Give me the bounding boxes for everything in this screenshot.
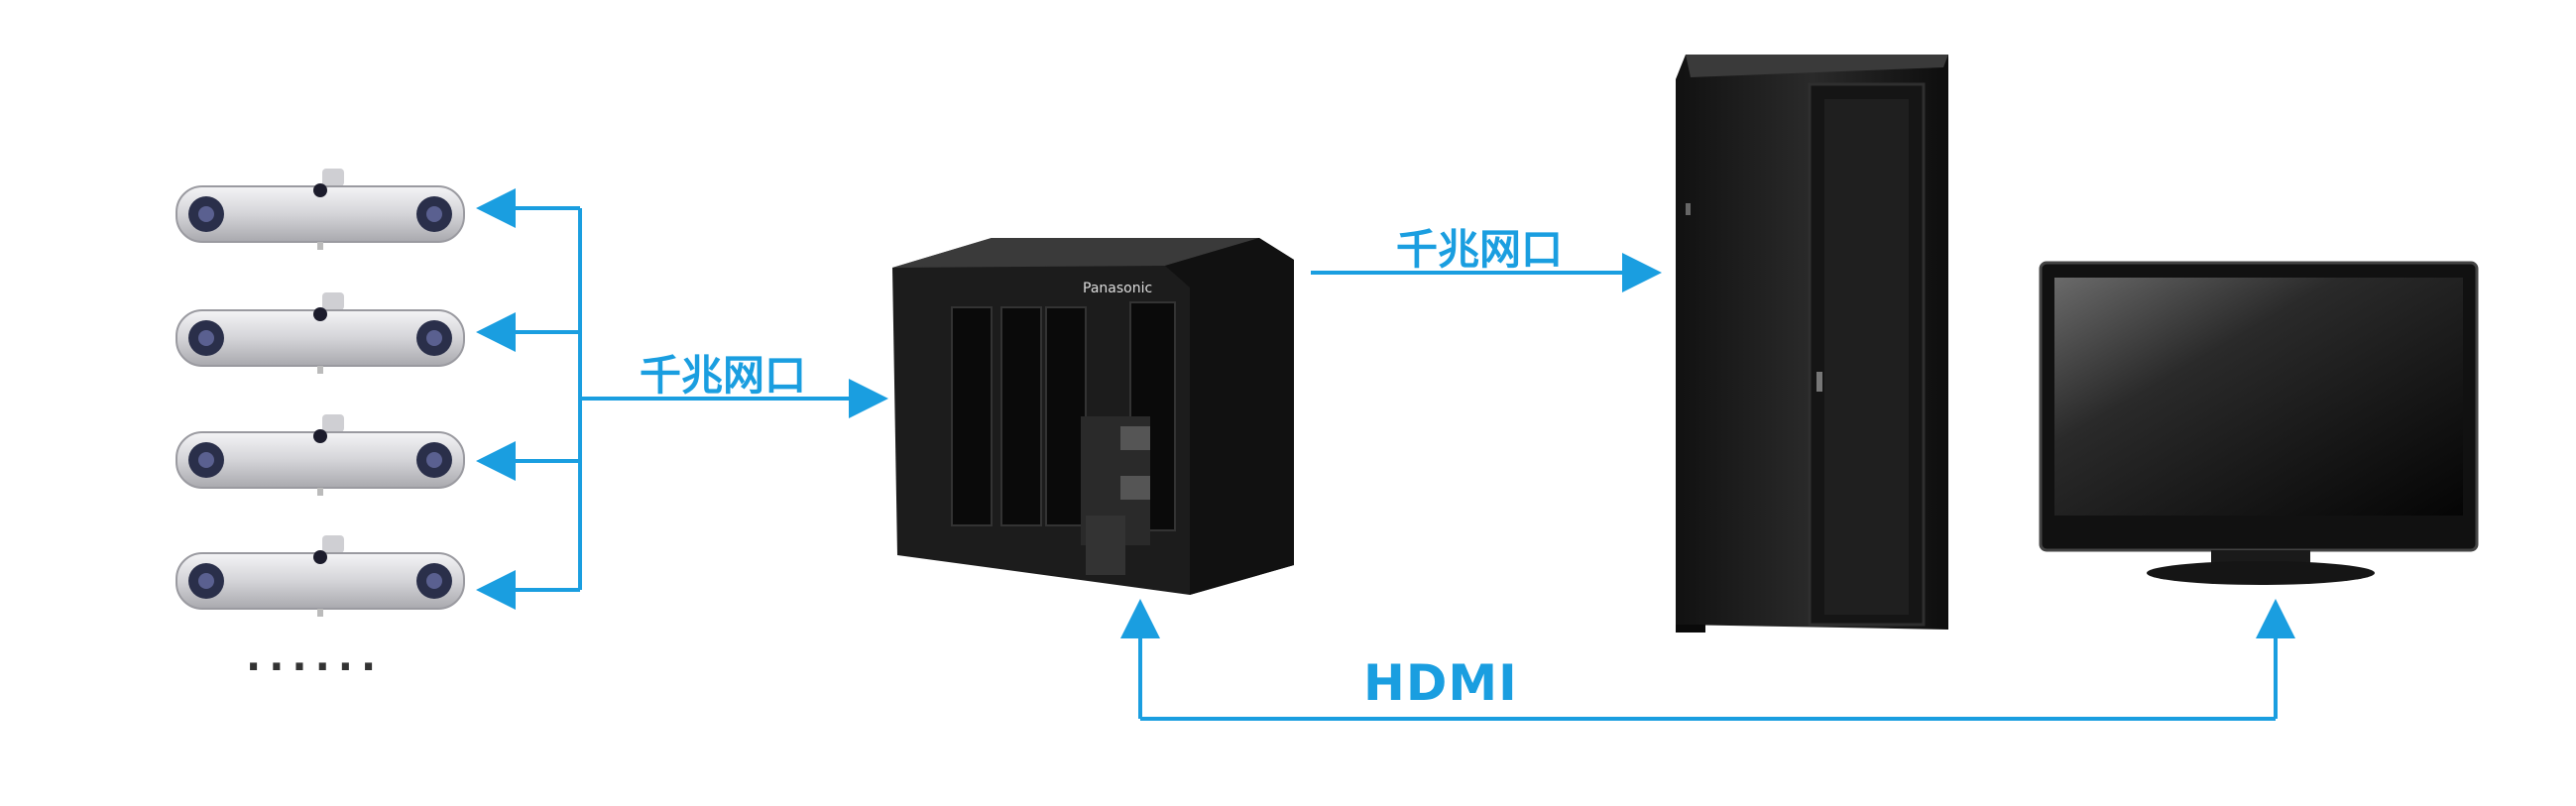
- hdmi-connector: [1120, 599, 2295, 721]
- link-label-cameras-controller: 千兆网口: [640, 351, 807, 400]
- stereo-camera-icon: [176, 169, 465, 250]
- link-label-hdmi: HDMI: [1363, 654, 1518, 712]
- controller-brand: Panasonic: [1083, 281, 1152, 296]
- stereo-camera-icon: [176, 292, 465, 374]
- stereo-camera-icon: [176, 535, 465, 617]
- link-label-controller-server: 千兆网口: [1396, 225, 1564, 274]
- monitor-icon: [2039, 261, 2479, 585]
- stereo-camera-icon: [176, 414, 465, 496]
- server-rack-icon: [1676, 55, 1948, 633]
- plc-controller-icon: Panasonic: [892, 238, 1294, 595]
- camera-bus-connector: [476, 188, 888, 610]
- more-cameras-ellipsis: ......: [246, 634, 385, 680]
